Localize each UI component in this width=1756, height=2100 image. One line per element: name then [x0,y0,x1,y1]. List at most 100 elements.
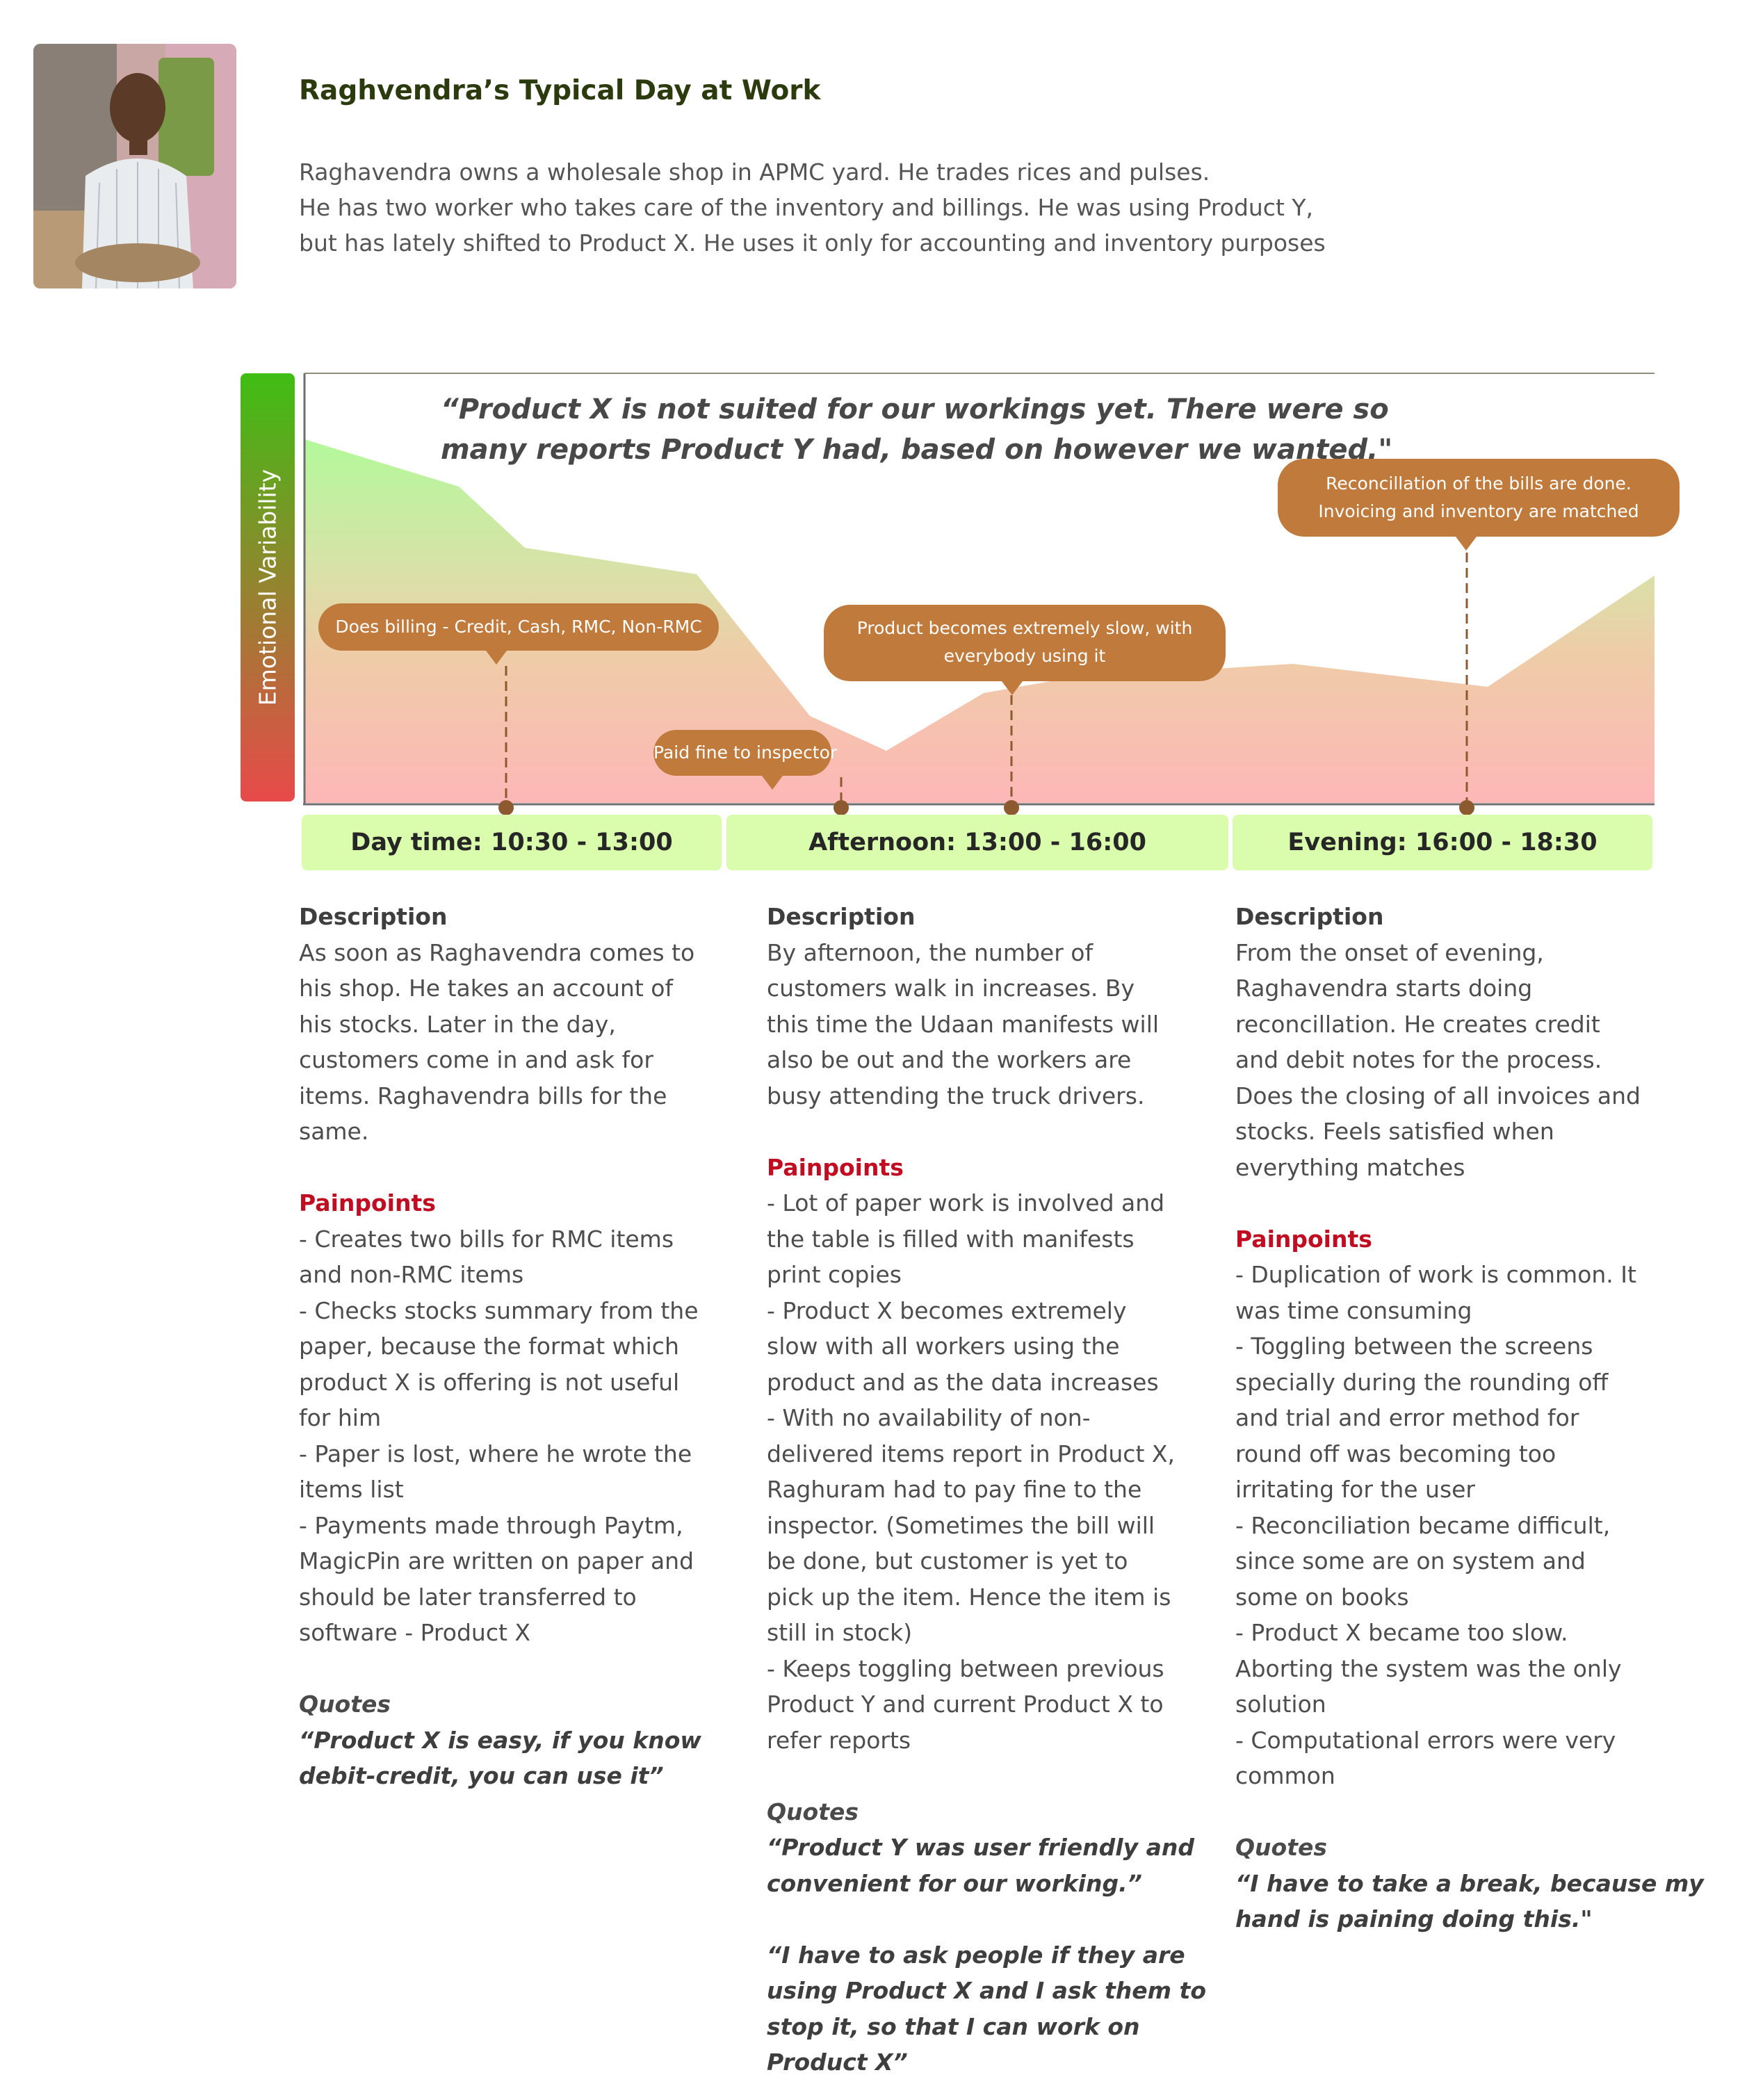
painpoint-line: specially during the rounding off [1235,1368,1609,1396]
description-line: By afternoon, the number of [767,938,1094,966]
painpoint-line: since some are on system and [1235,1547,1586,1574]
description-line: busy attending the truck drivers. [767,1082,1145,1109]
painpoint-line: - Product X becomes extremely [767,1296,1127,1324]
intro-line: He has two worker who takes care of the … [299,194,1314,221]
description-line: same. [299,1118,369,1145]
painpoint-line: software - Product X [299,1619,530,1646]
description-line: From the onset of evening, [1235,938,1544,966]
intro-line: but has lately shifted to Product X. He … [299,229,1326,257]
description-line: customers come in and ask for [299,1046,653,1073]
spacer [1235,1794,1680,1830]
painpoint-line: should be later transferred to [299,1583,637,1611]
painpoint-line: refer reports [767,1726,911,1754]
description-line: items. Raghavendra bills for the [299,1082,667,1109]
painpoint-line: - Keeps toggling between previous [767,1654,1164,1682]
callout-billing: Does billing - Credit, Cash, RMC, Non-RM… [318,603,719,665]
period-afternoon: Afternoon: 13:00 - 16:00 [726,815,1228,870]
emotion-curve-chart [303,373,1655,815]
callout-text: Reconcillation of the bills are done. [1326,473,1632,494]
quote-line: debit-credit, you can use it” [299,1762,664,1789]
timeline-marker [1459,800,1474,815]
callout-text: Does billing - Credit, Cash, RMC, Non-RM… [335,617,702,637]
painpoint-line: pick up the item. Hence the item is [767,1583,1171,1611]
spacer [1235,1185,1680,1221]
painpoint-line: product X is offering is not useful [299,1368,680,1396]
painpoint-line: some on books [1235,1583,1409,1611]
quote-line: “I have to take a break, because my [1235,1869,1704,1897]
painpoint-line: - With no availability of non- [767,1404,1091,1431]
spacer [299,1651,744,1687]
description-line: customers walk in increases. By [767,975,1135,1002]
description-line: As soon as Raghavendra comes to [299,938,695,966]
painpoint-line: common [1235,1762,1335,1789]
chart-quote: “Product X is not suited for our working… [441,389,1392,470]
painpoint-line: - Checks stocks summary from the [299,1296,699,1324]
quote-line: “Product X is easy, if you know [299,1726,701,1754]
chart-quote-line: many reports Product Y had, based on how… [441,434,1393,466]
painpoint-line: still in stock) [767,1619,913,1646]
painpoint-line: Aborting the system was the only [1235,1654,1622,1682]
painpoint-line: items list [299,1476,404,1503]
painpoint-line: Product Y and current Product X to [767,1691,1164,1718]
painpoint-line: inspector. (Sometimes the bill will [767,1511,1155,1539]
description-heading: Description [299,903,448,930]
description-heading: Description [767,903,916,930]
painpoint-line: irritating for the user [1235,1476,1476,1503]
painpoints-heading: Painpoints [299,1189,436,1216]
painpoint-line: - Duplication of work is common. It [1235,1261,1636,1288]
callout-text: everybody using it [943,646,1106,666]
description-line: everything matches [1235,1153,1465,1181]
painpoint-line: - Paper is lost, where he wrote the [299,1440,692,1467]
description-heading: Description [1235,903,1384,930]
painpoint-line: - Product X became too slow. [1235,1619,1568,1646]
quote-line: “I have to ask people if they are [767,1941,1185,1969]
painpoint-line: - Payments made through Paytm, [299,1511,683,1539]
painpoint-line: and non-RMC items [299,1261,524,1288]
quote-line: “Product Y was user friendly and [767,1834,1194,1861]
period-evening: Evening: 16:00 - 18:30 [1233,815,1652,870]
quotes-heading: Quotes [767,1798,859,1825]
painpoint-line: - Lot of paper work is involved and [767,1189,1165,1216]
painpoint-line: paper, because the format which [299,1333,679,1360]
quotes-heading: Quotes [299,1691,391,1718]
period-day-time: Day time: 10:30 - 13:00 [302,815,722,870]
painpoint-line: the table is filled with manifests [767,1225,1135,1253]
spacer [767,1758,1212,1794]
painpoint-line: was time consuming [1235,1296,1472,1324]
painpoint-line: product and as the data increases [767,1368,1159,1396]
painpoint-line: be done, but customer is yet to [767,1547,1128,1574]
painpoint-line: - Reconciliation became difficult, [1235,1511,1611,1539]
description-line: also be out and the workers are [767,1046,1132,1073]
painpoint-line: for him [299,1404,382,1431]
painpoint-line: - Creates two bills for RMC items [299,1225,674,1253]
description-line: his shop. He takes an account of [299,975,674,1002]
emotion-area [304,439,1655,803]
painpoint-line: print copies [767,1261,902,1288]
quote-line: stop it, so that I can work on [767,2012,1140,2040]
callout-text: Paid fine to inspector [653,742,838,763]
spacer [767,1114,1212,1150]
painpoint-line: round off was becoming too [1235,1440,1556,1467]
description-line: stocks. Feels satisfied when [1235,1118,1554,1145]
column-afternoon: Description By afternoon, the number of cu… [767,899,1212,2081]
callout-product-slow: Product becomes extremely slow, with eve… [824,605,1226,695]
quote-line: convenient for our working.” [767,1869,1142,1897]
spacer [767,1901,1212,1937]
timeline-marker [498,800,514,815]
emotional-variability-bar [241,373,295,801]
spacer [299,1150,744,1186]
timeline-marker [834,800,849,815]
description-line: his stocks. Later in the day, [299,1010,616,1038]
chart-quote-line: “Product X is not suited for our working… [441,393,1389,425]
quote-line: using Product X and I ask them to [767,1977,1206,2004]
painpoint-line: Raghuram had to pay fine to the [767,1476,1142,1503]
description-line: Raghavendra starts doing [1235,975,1533,1002]
column-day-time: Description As soon as Raghavendra comes … [299,899,744,1794]
description-line: and debit notes for the process. [1235,1046,1602,1073]
description-line: reconcillation. He creates credit [1235,1010,1600,1038]
quotes-heading: Quotes [1235,1834,1328,1861]
callout-text: Product becomes extremely slow, with [856,618,1193,638]
description-line: this time the Udaan manifests will [767,1010,1160,1038]
painpoint-line: solution [1235,1691,1326,1718]
painpoint-line: slow with all workers using the [767,1333,1120,1360]
